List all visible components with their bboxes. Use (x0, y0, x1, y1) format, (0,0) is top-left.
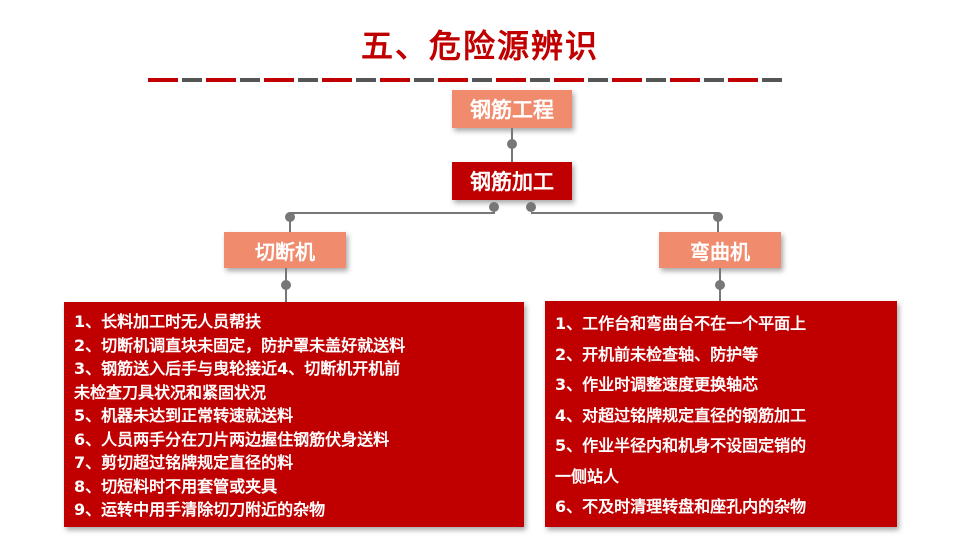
connector-dot (507, 139, 517, 149)
connector-dot (489, 202, 499, 212)
connector-right-horizontal (531, 212, 719, 214)
hazard-line: 5、作业半径内和机身不设固定销的 (555, 436, 807, 455)
connector-dot (281, 280, 291, 290)
hazard-line: 6、不及时清理转盘和座孔内的杂物 (555, 497, 807, 516)
connector-dot (526, 202, 536, 212)
connector-dot (285, 212, 295, 222)
title-divider (148, 78, 782, 82)
hazard-line: 3、钢筋送入后手与曳轮接近4、切断机开机前 (74, 359, 401, 378)
node-root-label: 钢筋工程 (470, 98, 554, 122)
node-process: 钢筋加工 (452, 162, 572, 200)
hazard-line: 未检查刀具状况和紧固状况 (74, 382, 267, 402)
hazard-line: 5、机器未达到正常转速就送料 (74, 406, 294, 425)
hazard-line: 2、切断机调直块未固定，防护罩未盖好就送料 (74, 335, 406, 355)
hazard-line: 一侧站人 (555, 466, 620, 486)
cutting-machine-hazards-panel: 1、长料加工时无人员帮扶 2、切断机调直块未固定，防护罩未盖好就送料 3、钢筋送… (64, 302, 524, 527)
hazard-line: 4、对超过铭牌规定直径的钢筋加工 (555, 405, 807, 425)
node-cutting-machine-label: 切断机 (255, 239, 315, 264)
bending-machine-hazards-panel: 1、工作台和弯曲台不在一个平面上 2、开机前未检查轴、防护等 3、作业时调整速度… (545, 301, 897, 527)
node-bending-machine-label: 弯曲机 (690, 239, 750, 264)
node-root: 钢筋工程 (452, 90, 572, 128)
hazard-line: 1、工作台和弯曲台不在一个平面上 (555, 314, 807, 333)
hazard-line: 1、长料加工时无人员帮扶 (74, 312, 262, 331)
hazard-line: 2、开机前未检查轴、防护等 (555, 344, 759, 364)
connector-left-vertical (289, 212, 291, 234)
node-cutting-machine: 切断机 (224, 232, 346, 268)
hazard-line: 7、剪切超过铭牌规定直径的料 (74, 453, 294, 472)
connector-dot (713, 212, 723, 222)
connector-right-vertical (717, 212, 719, 234)
hazard-line: 9、运转中用手清除切刀附近的杂物 (74, 500, 326, 519)
hazard-line: 6、人员两手分在刀片两边握住钢筋伏身送料 (74, 429, 390, 449)
node-process-label: 钢筋加工 (470, 170, 554, 194)
page-title: 五、危险源辨识 (360, 27, 599, 65)
node-bending-machine: 弯曲机 (659, 232, 781, 268)
connector-left-horizontal (289, 212, 495, 214)
connector-dot (715, 280, 725, 290)
hazard-line: 8、切短料时不用套管或夹具 (74, 476, 278, 496)
hazard-line: 3、作业时调整速度更换轴芯 (555, 375, 759, 394)
